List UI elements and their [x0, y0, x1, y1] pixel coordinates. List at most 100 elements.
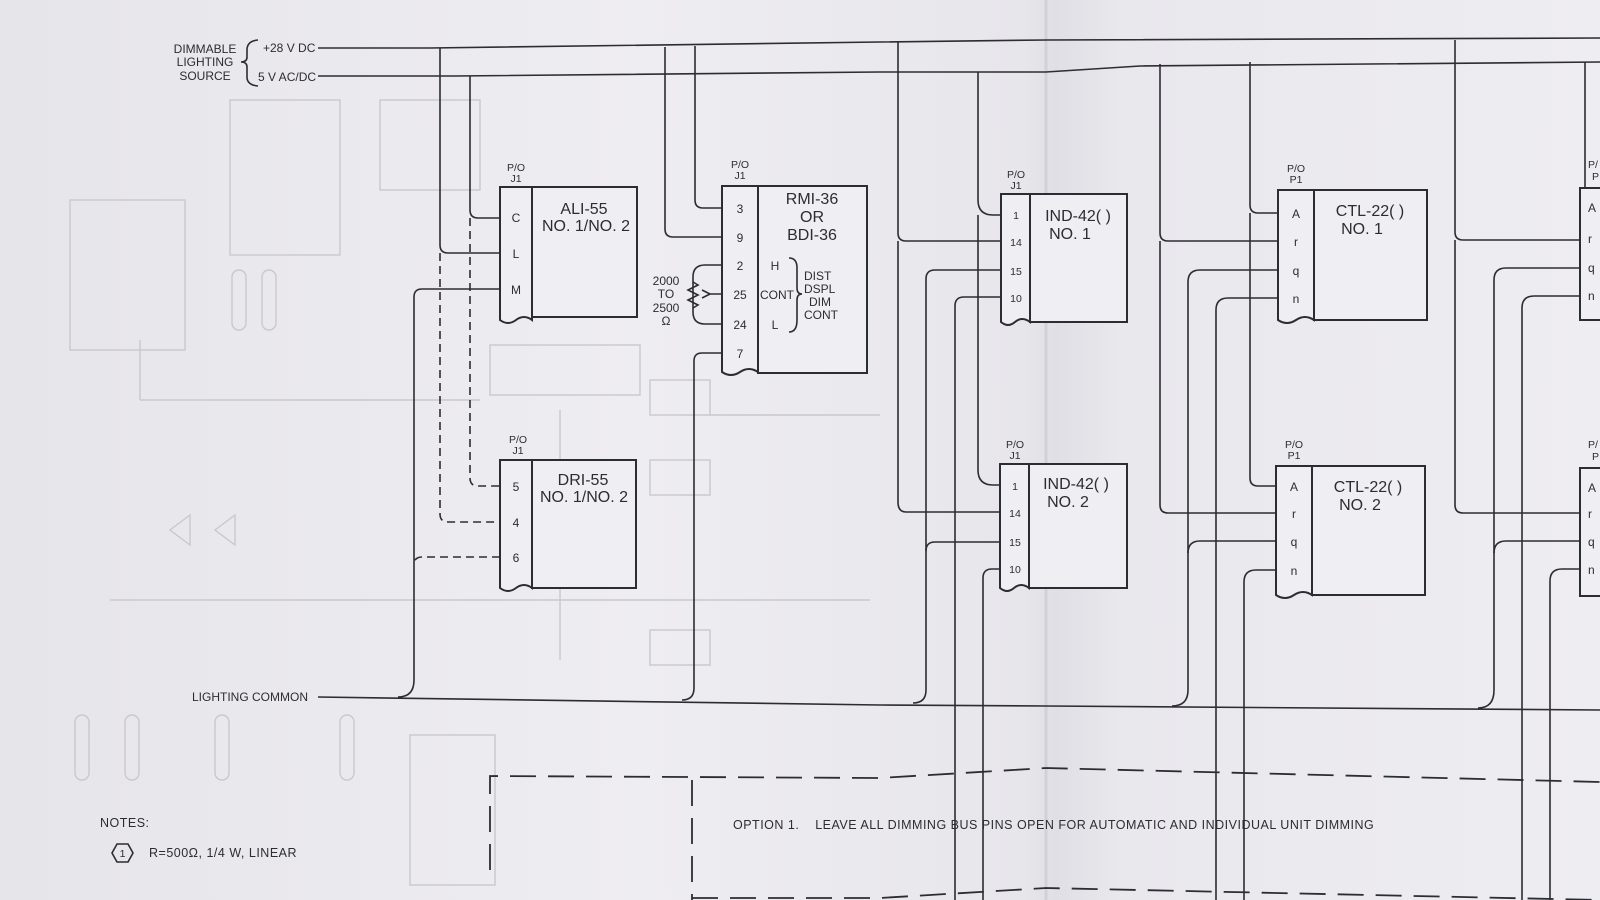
ali-sub: NO. 1/NO. 2 [542, 218, 630, 235]
voltage-28v-label: +28 V DC [263, 41, 316, 55]
rmi-func-line1: DIST [804, 269, 832, 283]
ind2-pin-14: 14 [1009, 508, 1021, 520]
ctl1-pin-n: n [1293, 292, 1300, 306]
unit-dri-55 [499, 459, 637, 592]
edge2-p-label: P [1592, 451, 1599, 463]
rmi-func-brace [788, 257, 803, 333]
edge2-pin-n: n [1588, 563, 1595, 577]
source-label-line1: DIMMABLE [174, 42, 237, 56]
rmi-or: OR [800, 209, 824, 226]
ali-j-label: J1 [510, 173, 521, 185]
edge2-po-label: P/ [1588, 439, 1598, 451]
ctl2-sub: NO. 2 [1339, 497, 1381, 514]
ali-pin-c: C [512, 211, 521, 225]
ctl2-pin-a: A [1290, 480, 1298, 494]
ind1-sub: NO. 1 [1049, 226, 1091, 243]
rmi-name: RMI-36 [786, 191, 839, 208]
ind2-pin-15: 15 [1009, 537, 1021, 549]
lighting-common-label: LIGHTING COMMON [192, 690, 308, 704]
dri-po-label: P/O [509, 434, 527, 446]
ind2-j-label: J1 [1009, 450, 1020, 462]
ctl1-sub: NO. 1 [1341, 221, 1383, 238]
ctl1-pin-a: A [1292, 207, 1300, 221]
ind2-sub: NO. 2 [1047, 494, 1089, 511]
edge1-pin-n: n [1588, 289, 1595, 303]
rmi-func-line2: DSPL [804, 282, 836, 296]
ind2-po-label: P/O [1006, 439, 1024, 451]
edge2-pin-a: A [1588, 481, 1596, 495]
rmi-pin-24: 24 [733, 318, 747, 332]
rmi-inner-l: L [772, 318, 779, 332]
pot-line2: TO [658, 287, 674, 301]
unit-edge-2 [1579, 467, 1600, 597]
ctl2-name: CTL-22( ) [1334, 479, 1402, 496]
source-label-line2: LIGHTING [177, 55, 234, 69]
ind1-j-label: J1 [1010, 180, 1021, 192]
ctl1-name: CTL-22( ) [1336, 203, 1404, 220]
ind1-po-label: P/O [1007, 169, 1025, 181]
rmi-inner-cont: CONT [760, 288, 795, 302]
ind2-pin-10: 10 [1009, 564, 1021, 576]
source-brace [240, 39, 259, 87]
ctl1-p-label: P1 [1290, 174, 1303, 186]
dri-name: DRI-55 [558, 472, 609, 489]
rmi-func-line4: CONT [804, 308, 839, 322]
bus-lighting-common [317, 696, 1600, 711]
note-marker-hexagon [111, 843, 134, 863]
dri-j-label: J1 [512, 445, 523, 457]
ctl1-pin-r: r [1294, 235, 1298, 249]
rmi-inner-h: H [771, 259, 780, 273]
ind1-pin-1: 1 [1013, 210, 1019, 222]
unit-ctl-22-no2 [1275, 465, 1426, 599]
edge1-pin-q: q [1588, 261, 1595, 275]
edge1-po-label: P/ [1588, 159, 1598, 171]
ind2-name: IND-42( ) [1043, 476, 1109, 493]
ind2-pin-1: 1 [1012, 481, 1018, 493]
bus-28v-dc [318, 37, 1600, 49]
unit-ctl-22-no1 [1277, 189, 1428, 324]
potentiometer-label: 2000 TO 2500 Ω [653, 274, 680, 328]
edge1-pin-r: r [1588, 232, 1592, 246]
pot-line4: Ω [662, 314, 671, 328]
ctl2-po-label: P/O [1285, 439, 1303, 451]
notes-title: NOTES: [100, 816, 150, 830]
ctl2-p-label: P1 [1288, 450, 1301, 462]
ali-name: ALI-55 [560, 201, 607, 218]
pot-line1: 2000 [653, 274, 680, 288]
unit-rmi-36 [721, 185, 868, 376]
source-label: DIMMABLE LIGHTING SOURCE +28 V DC 5 V AC… [174, 41, 317, 84]
source-label-line3: SOURCE [179, 69, 230, 83]
ind1-pin-14: 14 [1010, 237, 1022, 249]
rmi-pin-7: 7 [737, 347, 744, 361]
dri-pin-5: 5 [513, 480, 520, 494]
rmi-func-line3: DIM [809, 295, 831, 309]
ctl1-po-label: P/O [1287, 163, 1305, 175]
unit-ind-42-no1 [1000, 193, 1128, 326]
edge1-p-label: P [1592, 171, 1599, 183]
dri-pin-6: 6 [513, 551, 520, 565]
ali-po-label: P/O [507, 162, 525, 174]
rmi-pin-3: 3 [737, 202, 744, 216]
option-frame [489, 767, 1600, 900]
ind1-pin-15: 15 [1010, 266, 1022, 278]
note-1-marker: 1 [120, 848, 126, 860]
ctl2-pin-r: r [1292, 507, 1296, 521]
rmi-po-label: P/O [731, 159, 749, 171]
ctl2-pin-n: n [1291, 564, 1298, 578]
ctl2-pin-q: q [1291, 535, 1298, 549]
bus-5v-ac-dc [318, 61, 1600, 77]
bus-lines [317, 37, 1600, 711]
rmi-pin-2: 2 [737, 259, 744, 273]
rmi-bdi: BDI-36 [787, 227, 837, 244]
ali-pin-m: M [511, 283, 521, 297]
ali-pin-l: L [513, 247, 520, 261]
option-1-text: OPTION 1. LEAVE ALL DIMMING BUS PINS OPE… [733, 818, 1374, 832]
bleed-through [69, 99, 880, 886]
note-1-text: R=500Ω, 1/4 W, LINEAR [149, 846, 297, 860]
dri-pin-4: 4 [513, 516, 520, 530]
rmi-pin-25: 25 [733, 288, 747, 302]
notes: NOTES: 1 R=500Ω, 1/4 W, LINEAR [100, 816, 297, 860]
edge2-pin-r: r [1588, 507, 1592, 521]
